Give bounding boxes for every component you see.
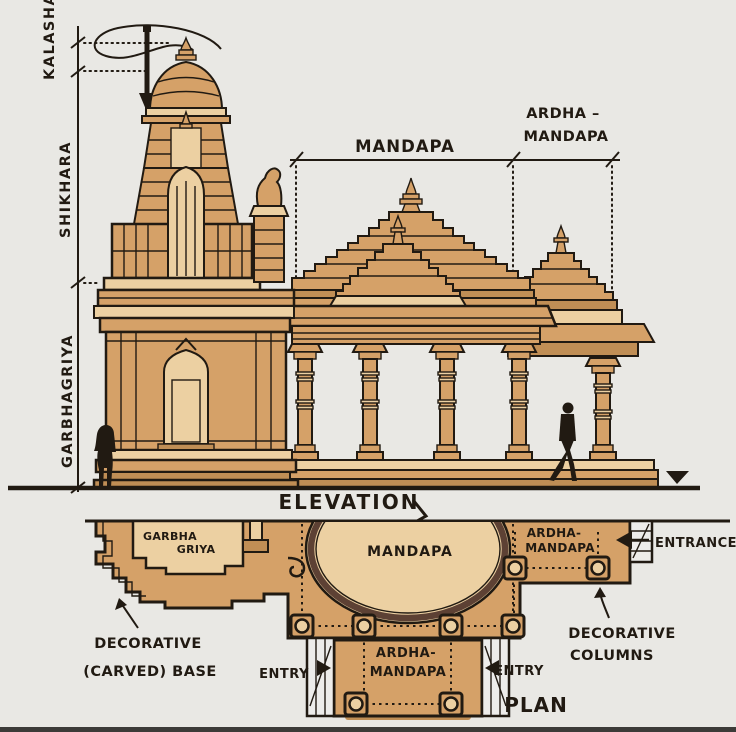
plan-column: [343, 691, 369, 717]
mandapa-pavilion: [276, 177, 558, 461]
label-ardha-dim-1: ARDHA –: [526, 106, 600, 122]
plan-ardha-bottom-label-1: ARDHA-: [376, 646, 436, 661]
entrance-label: ENTRANCE: [655, 536, 736, 551]
entry-arrow-right: [485, 660, 499, 676]
decorative-columns-label-1: DECORATIVE: [568, 626, 676, 642]
plan-antarala-detail: [242, 520, 306, 578]
entry-right-label: ENTRY: [494, 664, 544, 679]
entry-left-label: ENTRY: [259, 667, 309, 682]
plan-column: [351, 613, 377, 639]
plan-ardha-right-label-1: ARDHA-: [527, 526, 582, 540]
plan-ardha-bottom-label-2: MANDAPA: [370, 665, 447, 680]
decorative-base-label-1: DECORATIVE: [94, 636, 202, 652]
plan-entry-stair-left: [305, 636, 336, 718]
plan-entry-stair-right: [480, 636, 511, 718]
plan-column: [289, 613, 315, 639]
plan-column: [438, 613, 464, 639]
plan-garbha-label-2: GRIYA: [177, 543, 216, 556]
temple-platform: [277, 459, 659, 488]
elevation-title: ELEVATION: [279, 490, 420, 514]
label-garbhagriya: GARBHAGRIYA: [60, 334, 76, 468]
plan-mandapa-label: MANDAPA: [367, 544, 453, 560]
label-shikhara: SHIKHARA: [58, 141, 74, 238]
plan-base-step-echo: [102, 521, 146, 597]
pinnacle-and-lion-sculpture: [248, 167, 290, 283]
entry-arrow-left: [317, 660, 331, 676]
decorative-base-label-2: (CARVED) BASE: [83, 664, 217, 680]
entrance-arrow: [616, 531, 632, 549]
plan-entrance-steps: [616, 519, 654, 564]
plan-columns: [289, 555, 611, 717]
plan-garbha-label-1: GARBHA: [143, 530, 197, 543]
plan-ardha-right-label-2: MANDAPA: [525, 541, 595, 555]
shikhara-tower: [92, 35, 300, 490]
datum-triangle-marker: [666, 471, 689, 484]
plan-column: [502, 555, 528, 581]
label-ardha-dim-2: MANDAPA: [523, 129, 608, 145]
person-silhouette-right: [549, 402, 577, 481]
photo-bottom-edge: [0, 727, 736, 732]
plan-title: PLAN: [504, 693, 568, 717]
label-kalasha: KALASHA: [42, 0, 58, 80]
plan-column: [438, 691, 464, 717]
plan-mandapa-circle: [304, 522, 512, 625]
decorative-columns-label-2: COLUMNS: [570, 648, 654, 664]
person-silhouette-left: [94, 425, 116, 487]
lion-silhouette: [255, 167, 283, 207]
decorative-columns-callout: [594, 587, 610, 619]
mandapa-columns: [286, 343, 538, 461]
decorative-base-callout: [115, 598, 139, 629]
plan-column: [585, 555, 611, 581]
label-mandapa-dim: MANDAPA: [355, 137, 455, 156]
plan-column: [500, 613, 526, 639]
